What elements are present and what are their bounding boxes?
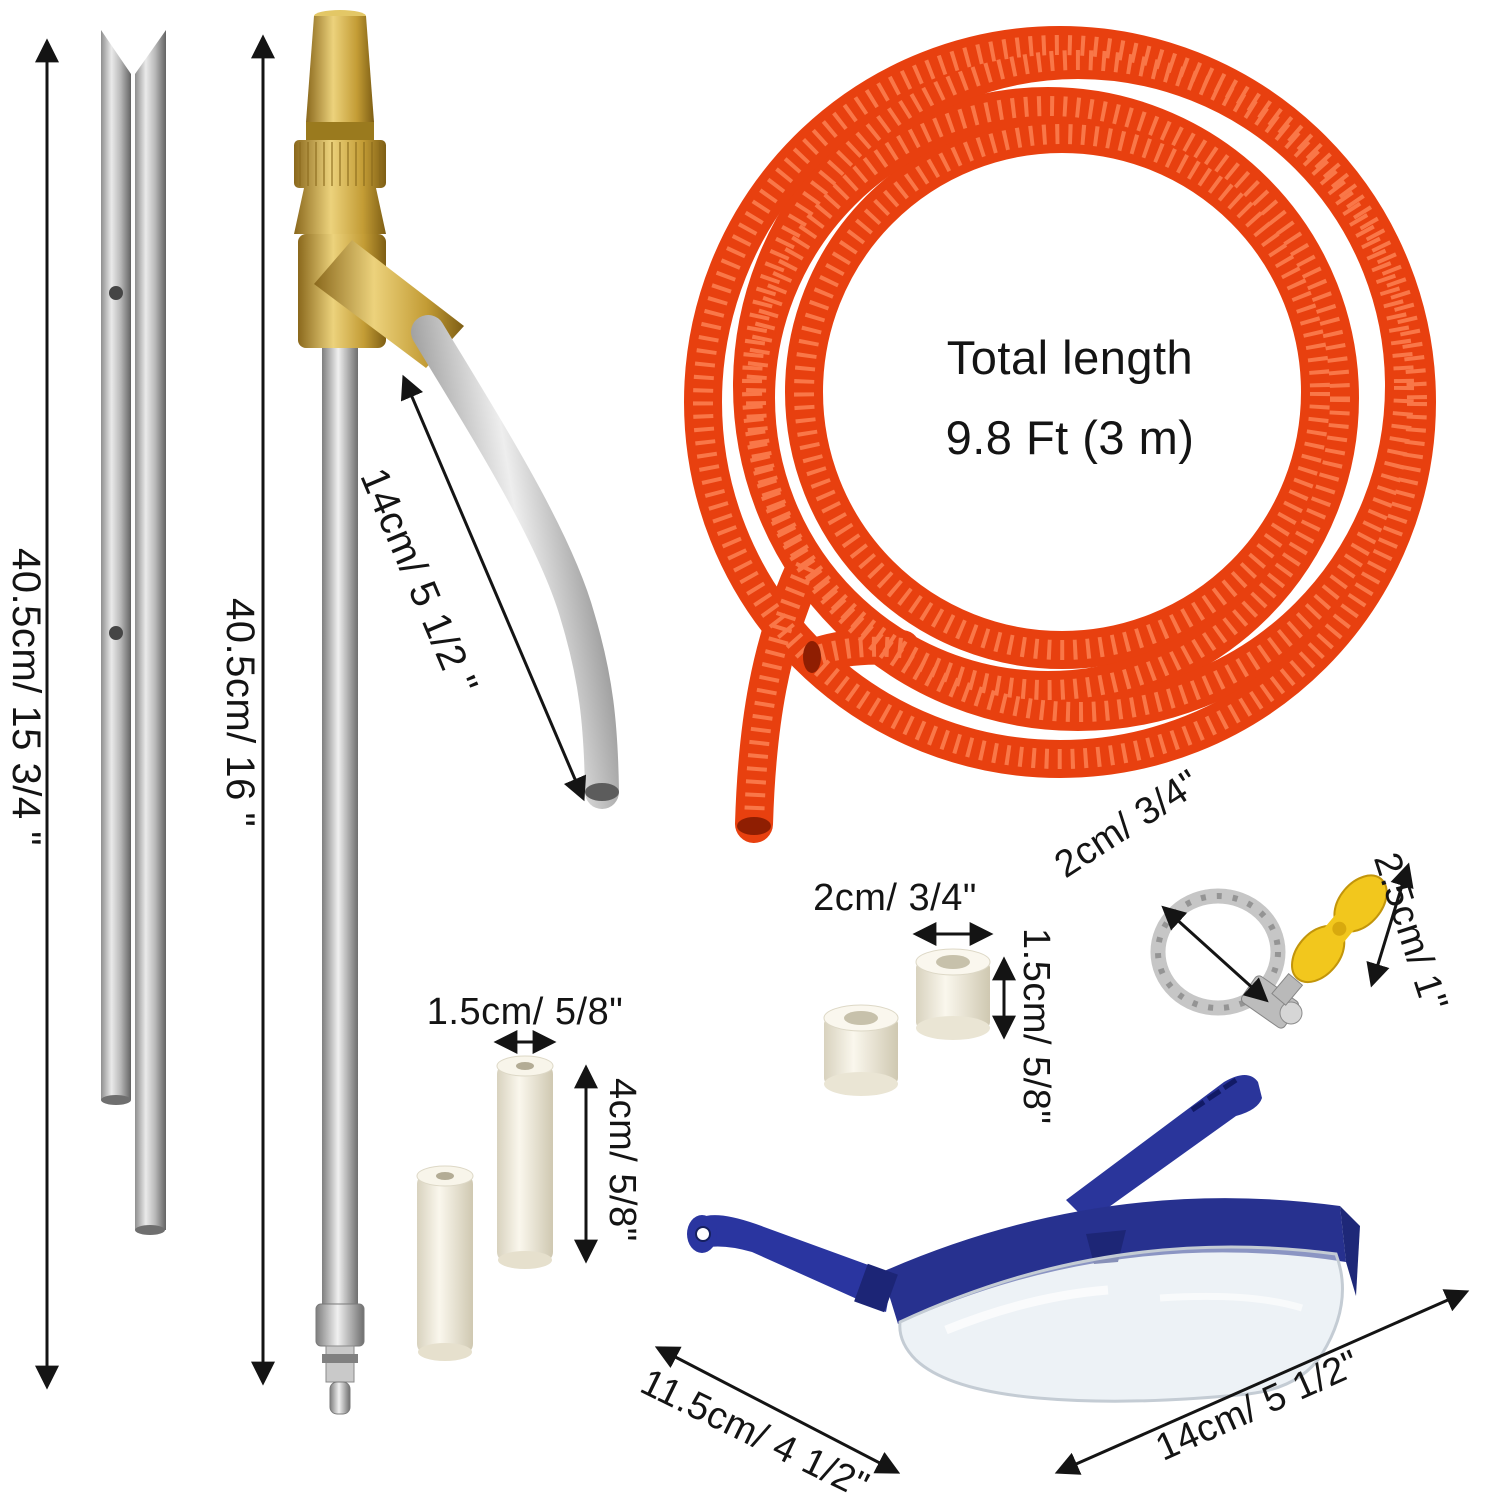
wand-length-label: 40.5cm/ 16 " xyxy=(218,598,262,828)
glasses-frame-right-end xyxy=(1340,1206,1360,1296)
nozzle-diameter-label: 1.5cm/ 5/8" xyxy=(426,991,624,1033)
hose-opening xyxy=(803,641,821,673)
hose-opening xyxy=(737,817,771,835)
temple-hinge xyxy=(854,1263,898,1313)
rod-tube-left xyxy=(101,30,131,1100)
brass-nozzle-tip xyxy=(306,16,374,122)
hose-total-length-value: 9.8 Ft (3 m) xyxy=(945,411,1195,464)
rod-pin-hole xyxy=(109,286,123,300)
ceramic-rings xyxy=(823,948,991,1096)
nozzle-length-label: 4cm/ 5/8" xyxy=(600,1078,643,1242)
rod-tube-end xyxy=(101,1095,131,1105)
ceramic-nozzles xyxy=(416,1055,554,1361)
ceramic-nozzle xyxy=(496,1055,554,1269)
hose-tail-long xyxy=(735,547,825,843)
glasses-length-arrow xyxy=(1054,1289,1470,1475)
wand-main-tube xyxy=(322,348,358,1304)
angled-tube-arrow xyxy=(400,374,587,802)
hose-total-length-label: Total length xyxy=(946,331,1194,384)
brass-band xyxy=(306,122,374,140)
key-center xyxy=(1332,921,1347,936)
sand-suction-hose xyxy=(684,26,1436,843)
rod-length-label: 40.5cm/ 15 3/4 " xyxy=(4,548,48,846)
temple-tip-hole xyxy=(695,1226,711,1242)
glasses-width-arrow xyxy=(654,1346,901,1474)
ceramic-ring xyxy=(823,1004,899,1096)
key-metal-stem xyxy=(1271,972,1304,1006)
hose-corrugation xyxy=(693,35,1427,825)
key-length-arrow xyxy=(1366,862,1414,988)
quick-connect-plug xyxy=(329,1381,351,1415)
ceramic-ring xyxy=(915,948,991,1040)
clamp-screw-head xyxy=(1279,1001,1303,1025)
angled-tube-opening xyxy=(585,783,619,801)
quick-connect-collar xyxy=(315,1303,365,1347)
replacement-steel-rod xyxy=(101,30,166,1235)
ring-height-label: 1.5cm/ 5/8" xyxy=(1014,928,1057,1125)
knurl-texture xyxy=(299,142,381,186)
clamp-diameter-arrow xyxy=(1161,905,1269,1003)
rod-tube-right xyxy=(135,30,166,1230)
right-temple-arm xyxy=(1066,1075,1262,1222)
rod-tube-end xyxy=(135,1225,165,1235)
quick-connect-stem xyxy=(325,1345,355,1383)
temple-arm-slots xyxy=(1190,1077,1238,1113)
left-temple-arm xyxy=(695,1215,893,1312)
glasses-frame-bar xyxy=(882,1198,1346,1324)
dimension-arrows xyxy=(35,34,1470,1475)
quick-connect-groove xyxy=(322,1354,358,1363)
clamp-band-slots xyxy=(1155,893,1281,1011)
rod-pin-hole xyxy=(109,626,123,640)
hose-clamp xyxy=(1150,888,1303,1029)
ring-diameter-label: 2cm/ 3/4" xyxy=(813,877,977,919)
angled-steel-tube xyxy=(411,315,619,809)
ceramic-nozzle xyxy=(416,1165,474,1361)
brass-neck xyxy=(294,188,386,234)
